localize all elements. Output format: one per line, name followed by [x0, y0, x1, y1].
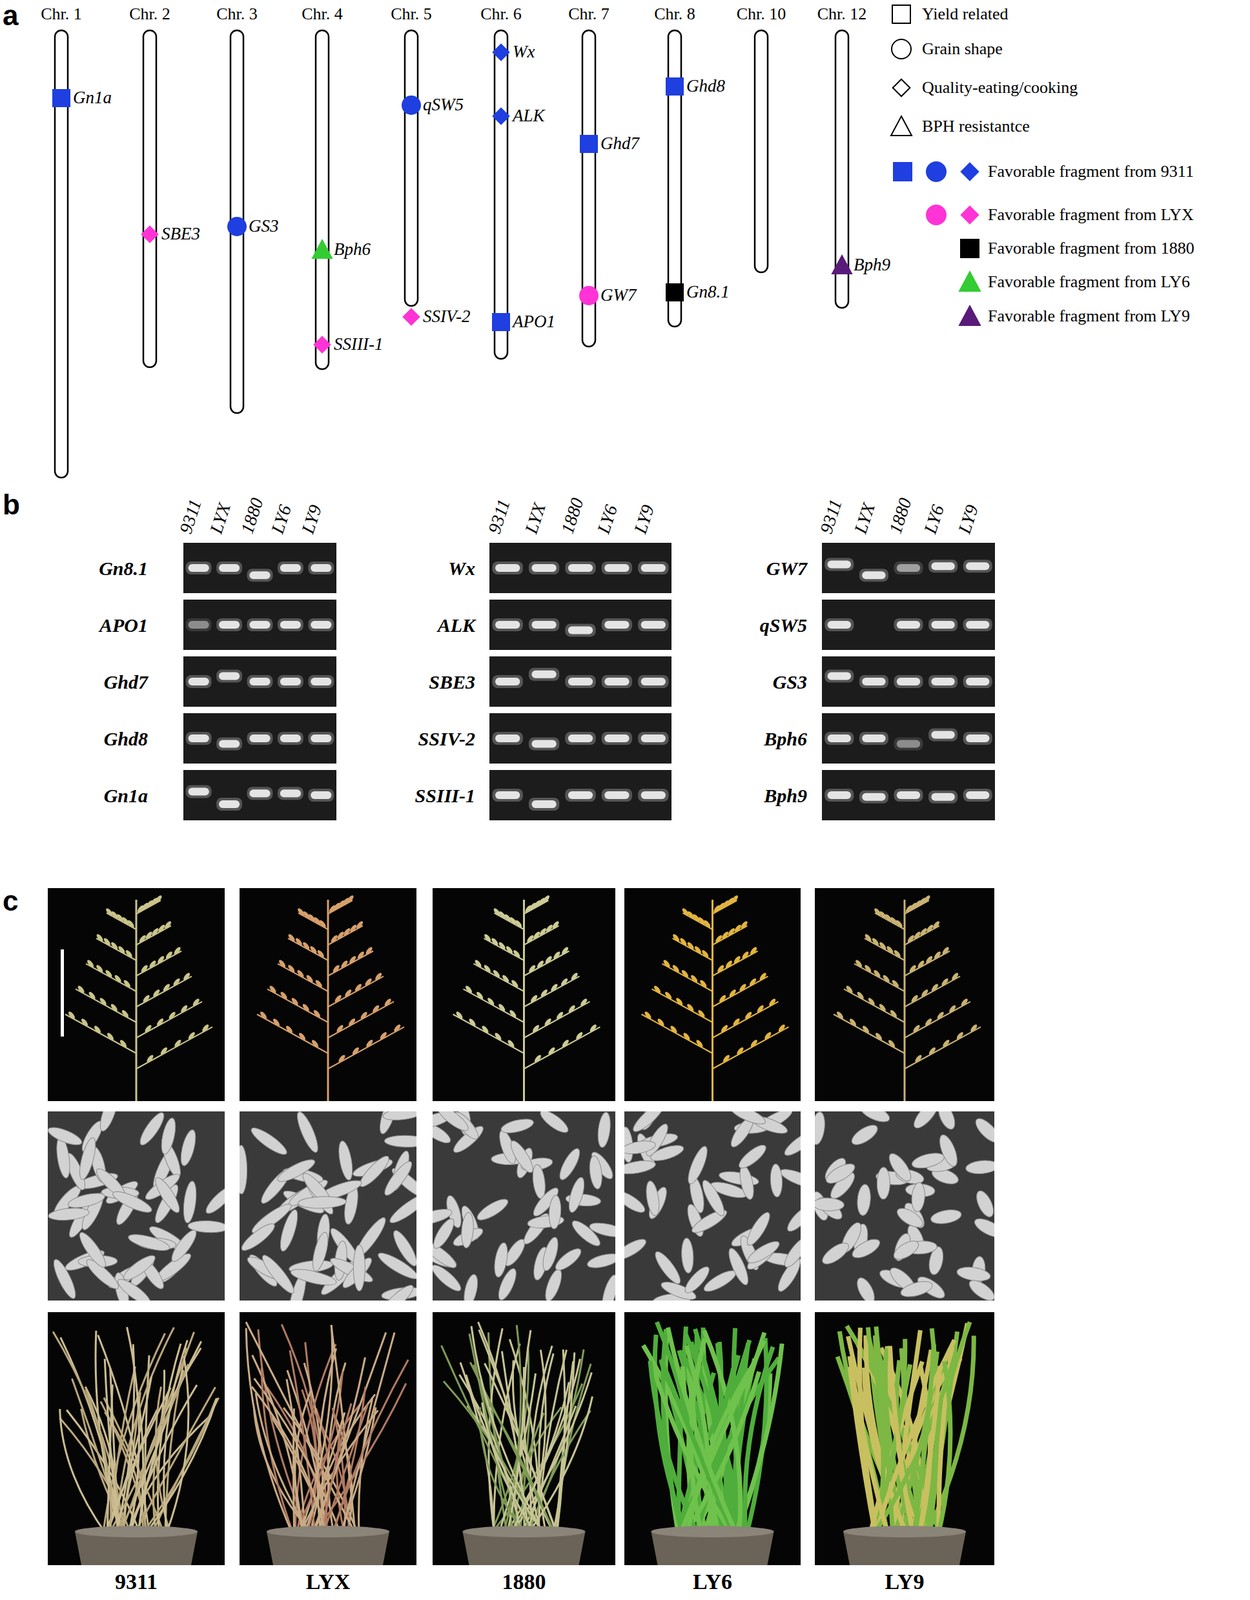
lane-header: 1880	[557, 495, 589, 537]
chromosome-label: Chr. 10	[736, 5, 787, 24]
lane-header: LY6	[594, 502, 622, 537]
gene-row-label: Ghd8	[103, 728, 148, 750]
sample-label: 1880	[502, 1570, 547, 1595]
lane-header: LYX	[850, 501, 880, 537]
legend-text: Favorable fragment from 1880	[987, 239, 1195, 259]
legend-text: BPH resistantce	[922, 117, 1030, 137]
lane-header: LYX	[521, 501, 550, 537]
gene-row-label: Bph6	[763, 728, 808, 750]
chromosome-label: Chr. 4	[301, 5, 343, 24]
gene-row-label: Ghd7	[103, 671, 148, 693]
gene-label: APO1	[512, 312, 556, 332]
lane-header: LYX	[206, 501, 236, 537]
chromosome-label: Chr. 5	[390, 5, 432, 24]
gene-label: ALK	[512, 106, 545, 126]
gene-label: SBE3	[161, 224, 201, 245]
legend-swatch	[958, 235, 992, 262]
gene-row-label: qSW5	[759, 614, 808, 636]
gene-label: qSW5	[422, 95, 464, 115]
legend-swatch	[891, 158, 992, 185]
legend-swatch	[958, 303, 992, 330]
chromosome-label: Chr. 2	[129, 5, 171, 24]
lane-header: LY9	[298, 502, 327, 537]
gene-label: Ghd8	[686, 76, 726, 97]
lane-header: LY9	[954, 502, 983, 537]
gene-label: GS3	[248, 216, 279, 237]
gene-label: Bph9	[853, 255, 891, 276]
legend-text: Quality-eating/cooking	[922, 78, 1078, 98]
gene-label: Gn8.1	[686, 282, 730, 303]
gene-row-label: Wx	[448, 557, 476, 580]
legend-text: Yield related	[922, 5, 1009, 24]
legend-text: Favorable fragment from LY6	[987, 273, 1190, 292]
gene-label: SSIII-1	[333, 335, 383, 355]
chromosome-label: Chr. 6	[480, 5, 522, 24]
lane-header: 9311	[484, 497, 515, 537]
lane-header: 1880	[236, 495, 268, 537]
panel-letter: a	[2, 0, 19, 31]
legend-text: Grain shape	[922, 40, 1003, 59]
legend-text: Favorable fragment from LYX	[987, 205, 1194, 225]
lane-header: LY6	[267, 502, 296, 537]
gene-label: Wx	[512, 42, 535, 62]
gene-row-label: Bph9	[763, 785, 808, 807]
gene-row-label: GS3	[772, 671, 808, 693]
sample-label: LY6	[692, 1570, 733, 1595]
gene-row-label: GW7	[766, 557, 808, 580]
gene-row-label: Gn8.1	[98, 557, 148, 580]
gene-row-label: ALK	[437, 614, 476, 636]
legend-swatch	[924, 202, 992, 228]
legend-text: Favorable fragment from 9311	[987, 162, 1194, 182]
legend-swatch	[889, 113, 913, 140]
chromosome-label: Chr. 7	[568, 5, 610, 24]
chromosome-label: Chr. 12	[817, 5, 868, 24]
lane-header: 1880	[885, 495, 917, 537]
lane-header: LY6	[920, 502, 948, 537]
gene-row-label: Gn1a	[103, 785, 148, 807]
legend-swatch	[889, 1, 913, 28]
sample-label: LYX	[306, 1570, 351, 1595]
gene-label: SSIV-2	[422, 307, 471, 327]
chromosome-label: Chr. 3	[216, 5, 258, 24]
legend-swatch	[889, 36, 913, 62]
legend-swatch	[958, 269, 992, 296]
panel-letter: c	[2, 885, 19, 917]
legend-swatch	[889, 74, 913, 101]
gene-label: Gn1a	[72, 88, 112, 108]
lane-header: LY9	[630, 502, 659, 537]
legend-text: Favorable fragment from LY9	[987, 307, 1190, 327]
panel-letter: b	[2, 489, 21, 521]
chromosome-label: Chr. 8	[654, 5, 696, 24]
chromosome-label: Chr. 1	[40, 5, 82, 24]
gene-label: Bph6	[333, 240, 371, 260]
gene-label: GW7	[600, 286, 637, 306]
sample-label: LY9	[884, 1570, 924, 1595]
lane-header: 9311	[816, 497, 847, 537]
gene-label: Ghd7	[600, 134, 640, 154]
gene-row-label: SSIV-2	[418, 728, 476, 750]
lane-header: 9311	[175, 497, 206, 537]
gene-row-label: SSIII-1	[415, 785, 476, 807]
gene-row-label: APO1	[99, 614, 148, 636]
gene-row-label: SBE3	[428, 671, 476, 693]
sample-label: 9311	[114, 1570, 158, 1595]
